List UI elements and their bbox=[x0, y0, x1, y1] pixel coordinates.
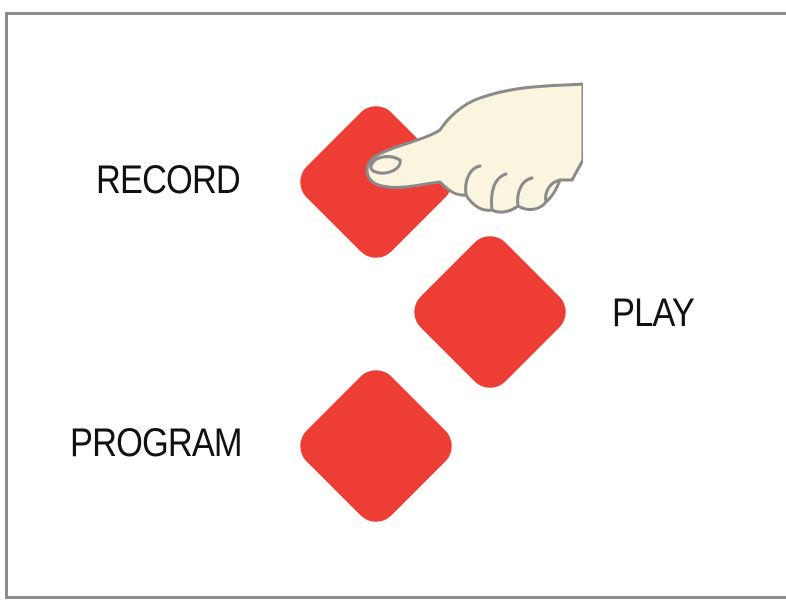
program-label: PROGRAM bbox=[70, 423, 242, 463]
pointing-hand-icon bbox=[355, 80, 590, 220]
record-label: RECORD bbox=[96, 160, 240, 200]
play-label: PLAY bbox=[612, 293, 694, 333]
